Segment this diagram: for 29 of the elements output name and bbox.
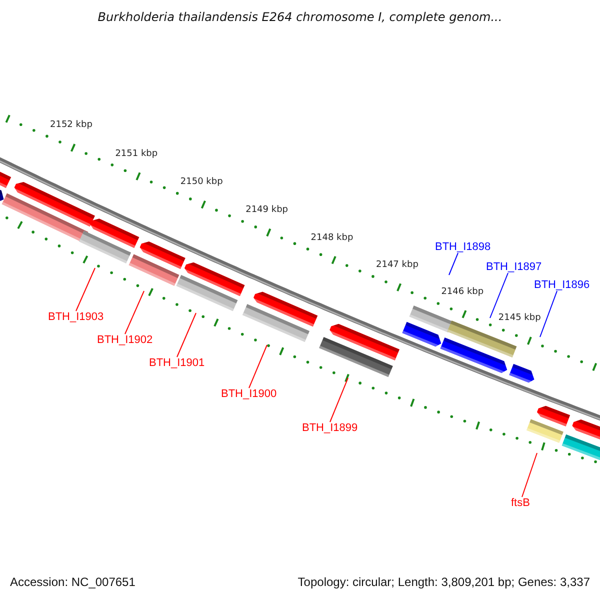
gene-label: BTH_I1898 [435,241,491,253]
gene-label: BTH_I1903 [48,311,104,323]
scale-label: 2151 kbp [115,148,158,159]
scale-label: 2152 kbp [50,120,92,130]
gene-label: BTH_I1901 [149,357,205,369]
leader-line [176,312,196,358]
leader-line [124,290,144,334]
accession-text: Accession: NC_007651 [10,575,136,589]
leader-line [330,378,348,422]
leader-line [448,252,458,276]
leader-line [522,452,538,498]
leader-line [248,344,268,388]
scale-label: 2146 kbp [441,286,484,297]
scale-label: 2147 kbp [376,260,418,270]
gene-label: ftsB [511,497,530,509]
gene-label: BTH_I1897 [486,261,542,273]
scale-label: 2148 kbp [310,232,354,243]
leader-line [490,272,508,318]
genome-summary-text: Topology: circular; Length: 3,809,201 bp; Genes: 3,337 [298,575,590,589]
gene-label: BTH_I1900 [221,388,277,400]
gene-label: BTH_I1896 [534,279,590,291]
scale-label: 2150 kbp [180,176,223,187]
gene-label: BTH_I1902 [97,334,153,346]
title: Burkholderia thailandensis E264 chromosome I, complete genom... [98,10,502,24]
scale-label: 2145 kbp [498,313,541,324]
leader-line [76,268,96,312]
leader-line [540,290,558,338]
scale-label: 2149 kbp [246,204,288,215]
gene-label: BTH_I1899 [302,422,358,434]
